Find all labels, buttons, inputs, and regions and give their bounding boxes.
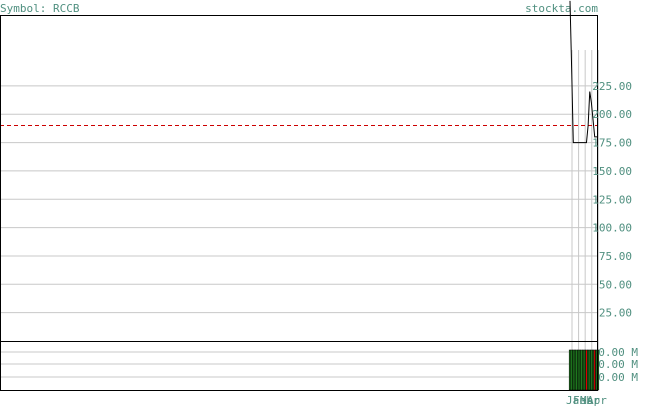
brand-label: stockta.com (525, 2, 598, 15)
symbol-label: Symbol: RCCB (0, 2, 80, 15)
volume-bars (568, 349, 600, 391)
volume-tick-label: 0.00 M (598, 346, 638, 359)
price-tick-label: 125.00 (592, 193, 632, 206)
volume-tick-label: 0.00 M (598, 371, 638, 384)
vertical-gridlines (571, 50, 599, 390)
price-tick-label: 100.00 (592, 222, 632, 235)
volume-panel-frame (0, 341, 598, 391)
price-tick-label: 50.00 (599, 278, 632, 291)
volume-gridlines (0, 351, 598, 378)
volume-tick-label: 0.00 M (598, 358, 638, 371)
price-line (569, 0, 598, 144)
price-gridlines (0, 85, 598, 314)
price-tick-label: 200.00 (592, 108, 632, 121)
price-tick-label: 75.00 (599, 250, 632, 263)
price-tick-label: 175.00 (592, 137, 632, 150)
price-panel-frame (0, 15, 598, 342)
month-label: Apr (587, 394, 607, 406)
month-label: Feb (573, 394, 593, 406)
price-tick-label: 225.00 (592, 80, 632, 93)
month-label: Jan (566, 394, 586, 406)
price-axis-labels: 25.00 50.00 75.00 100.00 125.00 150.00 175.00 2… (592, 80, 632, 320)
volume-axis-labels: 0.00 M0.00 M0.00 M (598, 346, 638, 384)
month-label: Mar (580, 394, 600, 406)
price-tick-label: 25.00 (599, 307, 632, 320)
price-tick-label: 150.00 (592, 165, 632, 178)
